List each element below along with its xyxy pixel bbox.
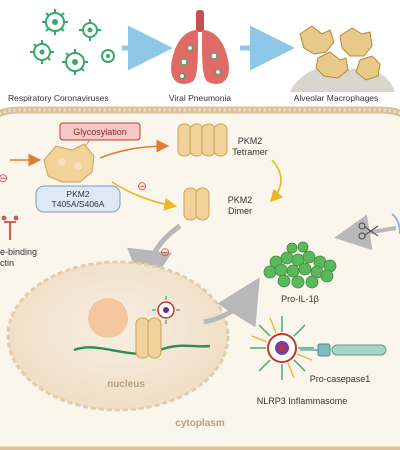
header-panel: Respiratory Coronaviruses Viral Pneumoni… bbox=[8, 9, 395, 103]
inhibit-icon-dimer: ⊖ bbox=[137, 179, 147, 193]
arrow-to-tetramer bbox=[99, 139, 170, 159]
pkm2-protein-icon bbox=[43, 143, 95, 183]
inflammasome-small-icon bbox=[152, 296, 180, 324]
tetramer-label-line2: Tetramer bbox=[232, 147, 268, 157]
pkm2-mutant-box bbox=[35, 185, 121, 213]
inhibit-icon-nucleus: ⊖ bbox=[160, 245, 170, 259]
pro-caspase1-label: Pro-casepase1 bbox=[310, 374, 371, 384]
dimer-label-line1: PKM2 bbox=[228, 195, 253, 205]
lectin-icon bbox=[1, 215, 19, 240]
pro-il1b-label: Pro-IL-1β bbox=[281, 294, 319, 304]
nucleus-label: nucleus bbox=[107, 379, 145, 390]
label-viral-pneumonia: Viral Pneumonia bbox=[169, 93, 231, 103]
pkm2-mutant-line2: T405A/S406A bbox=[52, 199, 105, 209]
pkm2-dimer-icon bbox=[183, 187, 210, 221]
virus-cluster-icon bbox=[30, 9, 115, 75]
pro-caspase1-icon bbox=[317, 343, 387, 357]
pro-il1b-icon bbox=[263, 241, 337, 289]
lectin-label-line1: e-binding bbox=[0, 247, 37, 257]
nucleus bbox=[6, 260, 230, 412]
scissors-icon bbox=[358, 222, 379, 240]
pkm2-dimer-nucleus-icon bbox=[135, 317, 162, 359]
cytoplasm-label: cytoplasm bbox=[175, 418, 225, 429]
nlrp3-inflammasome-icon bbox=[250, 316, 314, 380]
label-respiratory-coronaviruses: Respiratory Coronaviruses bbox=[8, 93, 109, 103]
glycosylation-label: Glycosylation bbox=[73, 127, 127, 137]
arrow-tetramer-dimer bbox=[269, 159, 284, 203]
label-alveolar-macrophages: Alveolar Macrophages bbox=[294, 93, 379, 103]
pkm2-tetramer-icon bbox=[177, 123, 228, 157]
pkm2-mutant-line1: PKM2 bbox=[66, 189, 89, 199]
inhibit-icon-left: ⊖ bbox=[0, 171, 8, 185]
tetramer-label-line1: PKM2 bbox=[238, 136, 263, 146]
glycosylation-box bbox=[59, 122, 141, 141]
macrophages-icon bbox=[290, 25, 395, 92]
arrow-to-dimer bbox=[111, 181, 178, 211]
lectin-label-line2: ctin bbox=[0, 258, 14, 268]
arrow-nucleus-to-il1b bbox=[203, 277, 260, 328]
lungs-icon bbox=[171, 10, 229, 84]
dimer-label-line2: Dimer bbox=[228, 206, 252, 216]
nlrp3-label: NLRP3 Inflammasome bbox=[257, 396, 348, 406]
